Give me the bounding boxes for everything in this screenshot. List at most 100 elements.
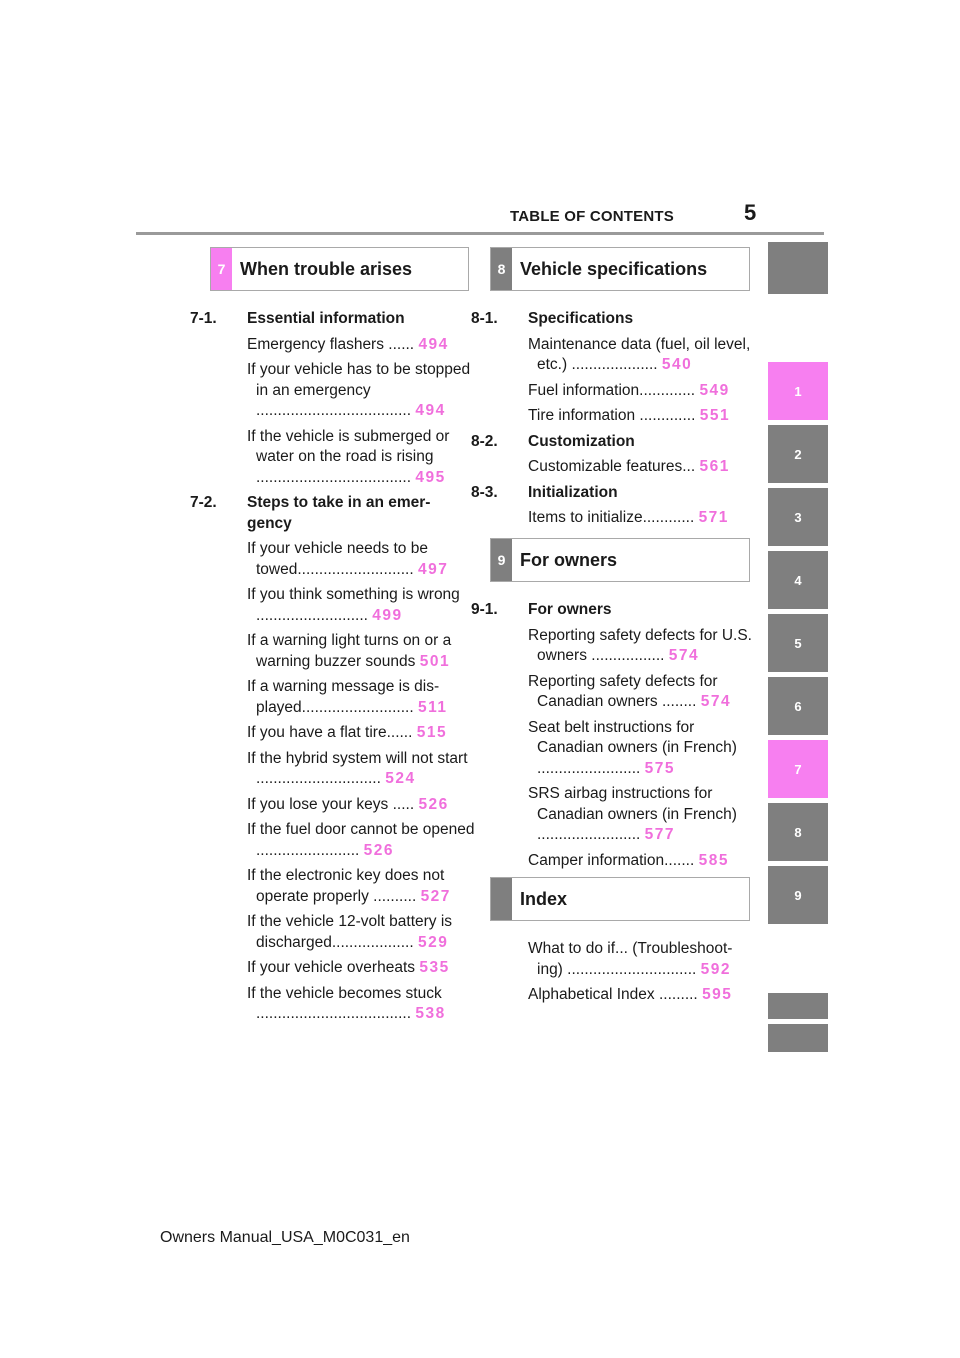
chapter-tab-1[interactable]: 1 (768, 362, 828, 420)
chapter-tab-2[interactable]: 2 (768, 425, 828, 483)
toc-entry[interactable]: Tire information ............. 551 (471, 406, 756, 427)
chapter-number: 7-1. (190, 310, 217, 327)
toc-entry[interactable]: If the vehicle 12-volt battery is discha… (190, 912, 475, 953)
chapter-tab-7[interactable]: 7 (768, 740, 828, 798)
toc-entry[interactable]: If your vehicle needs to be towed.......… (190, 539, 475, 580)
page-link[interactable]: 526 (363, 841, 395, 859)
chapter-tab-blank[interactable] (768, 1024, 828, 1052)
page-link[interactable]: 497 (417, 560, 449, 578)
toc-entry[interactable]: If the hybrid system will not start ....… (190, 749, 475, 790)
page-link[interactable]: 527 (420, 887, 451, 905)
toc-entry[interactable]: What to do if... (Troubleshoot-ing) ....… (471, 939, 756, 980)
page-link[interactable]: 571 (698, 509, 729, 526)
toc-entry[interactable]: Reporting safety defects for Canadian ow… (471, 672, 756, 713)
page-link[interactable]: 595 (702, 986, 733, 1003)
section-tab (491, 878, 512, 920)
toc-entry[interactable]: If a warning message is dis-played......… (190, 677, 475, 718)
page-link[interactable]: 511 (417, 698, 448, 716)
page-link[interactable]: 592 (700, 960, 732, 978)
page-link[interactable]: 540 (661, 356, 693, 373)
section-title: For owners (520, 549, 618, 570)
entry-text: What to do if... (Troubleshoot-ing) ....… (528, 940, 733, 978)
page-link[interactable]: 574 (700, 693, 732, 710)
section-for-owners[interactable]: 9 For owners (490, 538, 750, 582)
toc-entry[interactable]: If your vehicle overheats 535 (190, 958, 475, 979)
section-title: Vehicle specifications (520, 258, 708, 279)
page-link[interactable]: 561 (699, 458, 730, 475)
entry-text: Camper information....... (528, 851, 695, 869)
page-link[interactable]: 535 (419, 959, 450, 976)
section-title: Index (520, 888, 568, 909)
toc-entry[interactable]: If the vehicle is submerged or water on … (190, 427, 475, 489)
toc-entry[interactable]: If a warning light turns on or a warning… (190, 631, 475, 672)
toc-entry[interactable]: Camper information....... 585 (471, 851, 756, 872)
section-tab: 9 (491, 539, 512, 581)
entry-text: SRS airbag instructions for Canadian own… (528, 785, 737, 843)
chapter-tab-9[interactable]: 9 (768, 866, 828, 924)
entry-text: Seat belt instructions for Canadian owne… (528, 718, 737, 777)
toc-entry[interactable]: SRS airbag instructions for Canadian own… (471, 784, 756, 846)
entry-text: If the vehicle becomes stuck ...........… (247, 984, 442, 1023)
chapter-tab-6[interactable]: 6 (768, 677, 828, 735)
entry-text: If your vehicle has to be stopped in an … (247, 361, 471, 419)
toc-entry[interactable]: If the electronic key does not operate p… (190, 866, 475, 907)
chapter-tab-blank[interactable] (768, 242, 828, 294)
entry-text: Maintenance data (fuel, oil level, etc.)… (528, 335, 751, 374)
page-link[interactable]: 494 (415, 402, 446, 419)
page-link[interactable]: 577 (644, 826, 676, 843)
chapter-tab-8[interactable]: 8 (768, 803, 828, 861)
chapter-title: Steps to take in an emer-gency (247, 494, 431, 532)
page-number: 5 (744, 200, 757, 225)
entry-text: If a warning message is dis-played......… (247, 678, 440, 716)
chapter-tab-4[interactable]: 4 (768, 551, 828, 609)
page-link[interactable]: 551 (699, 407, 731, 424)
page-link[interactable]: 499 (372, 606, 403, 624)
toc-entry[interactable]: If you lose your keys ..... 526 (190, 795, 475, 816)
entry-text: Reporting safety defects for Canadian ow… (528, 672, 718, 711)
entry-text: If the fuel door cannot be opened ......… (247, 821, 475, 859)
chapter-heading: 8-2.Customization (471, 432, 756, 453)
chapter-tab-blank[interactable] (768, 993, 828, 1019)
toc-entry[interactable]: Maintenance data (fuel, oil level, etc.)… (471, 335, 756, 376)
toc-entry[interactable]: If your vehicle has to be stopped in an … (190, 360, 475, 422)
toc-entry[interactable]: If you think something is wrong ........… (190, 585, 475, 626)
page-link[interactable]: 494 (418, 335, 449, 353)
section-when-trouble-arises[interactable]: 7 When trouble arises (210, 247, 469, 291)
chapter-heading: 8-3.Initialization (471, 483, 756, 504)
chapter-title: For owners (528, 601, 612, 618)
page-link[interactable]: 549 (699, 381, 730, 399)
page-link[interactable]: 538 (415, 1005, 446, 1022)
page-link[interactable]: 524 (385, 770, 416, 787)
page-link[interactable]: 495 (415, 468, 446, 486)
toc-entry[interactable]: Customizable features... 561 (471, 457, 756, 478)
page-link[interactable]: 515 (416, 724, 448, 741)
toc-entry[interactable]: Seat belt instructions for Canadian owne… (471, 718, 756, 780)
chapter-tab-3[interactable]: 3 (768, 488, 828, 546)
page-link[interactable]: 526 (418, 795, 449, 813)
chapter-tab-5[interactable]: 5 (768, 614, 828, 672)
entry-text: If your vehicle needs to be towed.......… (247, 540, 428, 578)
page-link[interactable]: 575 (644, 759, 676, 777)
chapter-title: Initialization (528, 483, 618, 501)
toc-entry[interactable]: If you have a flat tire...... 515 (190, 723, 475, 744)
chapter-number: 7-2. (190, 494, 217, 511)
toc-entry[interactable]: If the fuel door cannot be opened ......… (190, 820, 475, 861)
page-link[interactable]: 585 (698, 851, 729, 869)
toc-entry[interactable]: Fuel information............. 549 (471, 381, 756, 402)
section-index[interactable]: Index (490, 877, 750, 921)
toc-entry[interactable]: If the vehicle becomes stuck ...........… (190, 984, 475, 1025)
toc-entry[interactable]: Alphabetical Index ......... 595 (471, 985, 756, 1006)
toc-entry[interactable]: Items to initialize............ 571 (471, 508, 756, 529)
page-link[interactable]: 501 (419, 652, 451, 670)
page-link[interactable]: 529 (417, 933, 449, 951)
toc-entry[interactable]: Emergency flashers ...... 494 (190, 335, 475, 356)
entry-text: If you have a flat tire...... (247, 724, 413, 741)
chapter-number: 8-1. (471, 310, 498, 327)
page-link[interactable]: 574 (668, 647, 700, 664)
toc-entry[interactable]: Reporting safety defects for U.S. owners… (471, 626, 756, 667)
entry-text: If the vehicle is submerged or water on … (247, 427, 450, 486)
section-vehicle-specifications[interactable]: 8 Vehicle specifications (490, 247, 750, 291)
